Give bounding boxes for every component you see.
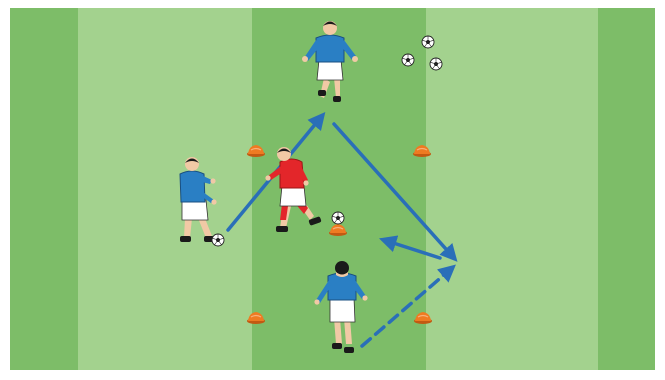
ball-icon xyxy=(212,234,224,246)
ball-icon xyxy=(332,212,344,224)
ball-icon xyxy=(402,54,414,66)
ball-icon xyxy=(422,36,434,48)
pitch-stripe xyxy=(426,8,598,370)
ball-icon xyxy=(430,58,442,70)
pitch-stripe xyxy=(10,8,78,370)
pitch-stripe xyxy=(78,8,252,370)
pitch-stripe xyxy=(598,8,655,370)
